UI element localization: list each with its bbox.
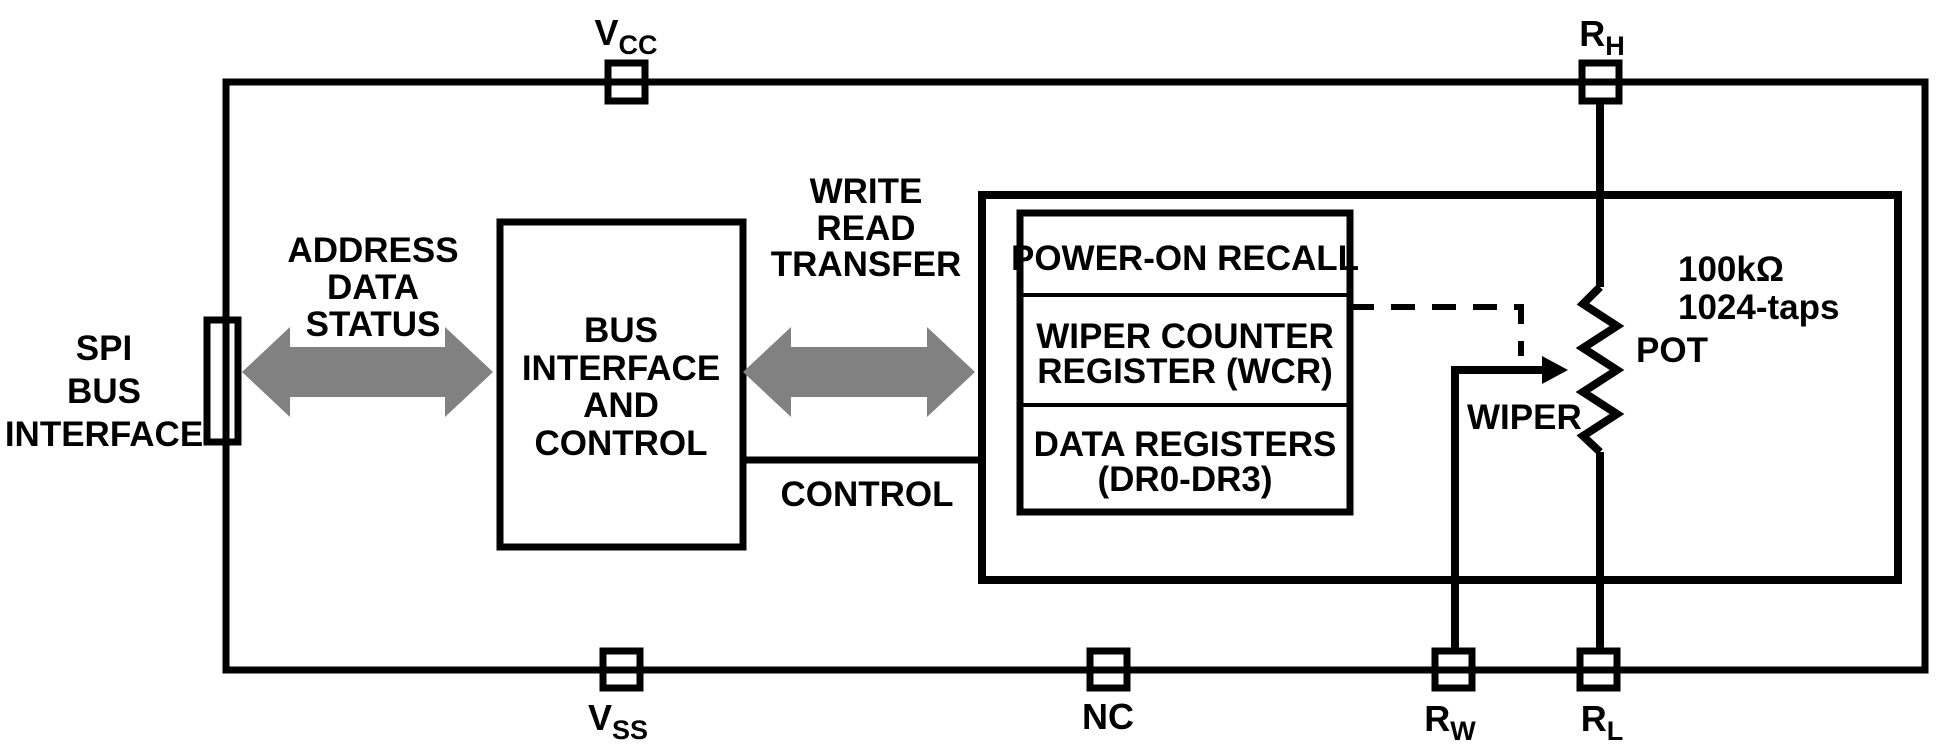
bus-interface-block-label: BUS INTERFACE AND CONTROL [522, 311, 720, 463]
write-read-transfer-label: WRITE READ TRANSFER [771, 172, 962, 284]
spi-bus-interface-label: SPI BUS INTERFACE [5, 329, 203, 454]
address-line: ADDRESS [287, 231, 458, 270]
rh-pin [1578, 59, 1623, 105]
write-line: WRITE [810, 172, 923, 211]
spi-label-line2: BUS [67, 372, 141, 411]
write-read-transfer-arrow-icon [743, 327, 975, 417]
bus-block-line1: BUS [584, 311, 658, 350]
wcr-wiper-dashed-link [1350, 304, 1524, 356]
bus-block-line4: CONTROL [534, 424, 707, 463]
wiper-arrowhead-icon [1542, 356, 1568, 384]
wiper-wire [1451, 366, 1544, 654]
data-registers-label-line2: (DR0-DR3) [1098, 460, 1273, 499]
potentiometer-labels: 100kΩ 1024-taps POT WIPER [1467, 250, 1839, 437]
pot-label: POT [1636, 331, 1708, 370]
wcr-label-line1: WIPER COUNTER [1036, 317, 1334, 356]
vcc-pin [604, 59, 649, 105]
control-label: CONTROL [780, 475, 953, 514]
pot-taps-label: 1024-taps [1678, 288, 1839, 327]
register-stack-box [1016, 209, 1354, 516]
wcr-label-line2: REGISTER (WCR) [1037, 352, 1333, 391]
power-on-recall-label: POWER-ON RECALL [1011, 239, 1359, 278]
pin-labels: VCC RH VSS NC RW RL [588, 12, 1625, 746]
chip-boundary [222, 78, 1929, 674]
bus-block-line3: AND [583, 386, 659, 425]
bus-block-line2: INTERFACE [522, 349, 720, 388]
vcc-pin-label: VCC [594, 12, 657, 60]
transfer-line: TRANSFER [771, 245, 962, 284]
data-line: DATA [327, 268, 419, 307]
spi-label-line3: INTERFACE [5, 415, 203, 454]
rw-pin-label: RW [1424, 698, 1476, 746]
nc-pin-label: NC [1082, 696, 1134, 737]
rl-pin-label: RL [1581, 698, 1624, 746]
address-data-status-label: ADDRESS DATA STATUS [287, 231, 458, 344]
wiper-label: WIPER [1467, 398, 1582, 437]
nc-pin [1086, 647, 1131, 692]
address-data-status-arrow-icon [242, 327, 493, 417]
bus-interface-block [496, 218, 747, 551]
spi-connector-box [203, 316, 242, 446]
pot-value-label: 100kΩ [1678, 250, 1784, 289]
register-section-block [978, 191, 1902, 584]
status-line: STATUS [306, 305, 441, 344]
vss-pin [599, 647, 644, 692]
register-stack-labels: POWER-ON RECALL WIPER COUNTER REGISTER (… [1011, 239, 1359, 499]
rl-pin [1576, 647, 1621, 692]
rh-pin-label: RH [1579, 13, 1625, 61]
data-registers-label-line1: DATA REGISTERS [1034, 425, 1337, 464]
vss-pin-label: VSS [588, 697, 648, 745]
read-line: READ [816, 209, 915, 248]
resistor-zigzag [1575, 284, 1625, 455]
rw-pin [1431, 647, 1476, 692]
spi-label-line1: SPI [76, 329, 132, 368]
